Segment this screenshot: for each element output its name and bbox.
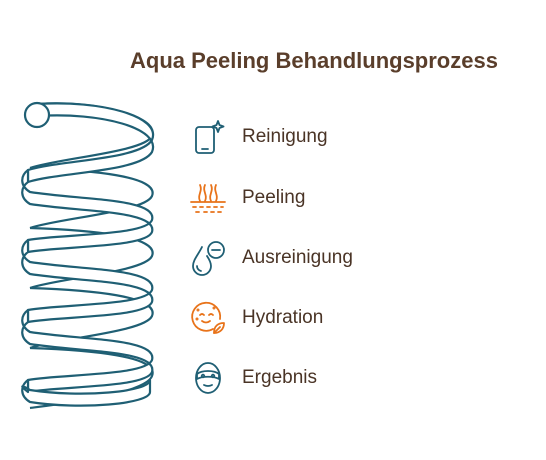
step-label: Peeling — [242, 187, 306, 208]
face-leaf-icon — [188, 298, 228, 338]
step-hydration: Hydration — [188, 293, 488, 343]
face-mask-icon — [188, 358, 228, 398]
step-ergebnis: Ergebnis — [188, 353, 488, 403]
step-label: Hydration — [242, 307, 324, 328]
step-label: Ausreinigung — [242, 247, 353, 268]
step-peeling: Peeling — [188, 173, 488, 223]
step-label: Reinigung — [242, 126, 328, 147]
skin-hair-icon — [188, 178, 228, 218]
phone-sparkle-icon — [188, 117, 228, 157]
step-ausreinigung: Ausreinigung — [188, 233, 488, 283]
drop-minus-icon — [188, 238, 228, 278]
step-label: Ergebnis — [242, 367, 317, 388]
coil-graphic — [21, 101, 155, 410]
diagram-title: Aqua Peeling Behandlungsprozess — [130, 48, 498, 73]
step-reinigung: Reinigung — [188, 112, 488, 162]
